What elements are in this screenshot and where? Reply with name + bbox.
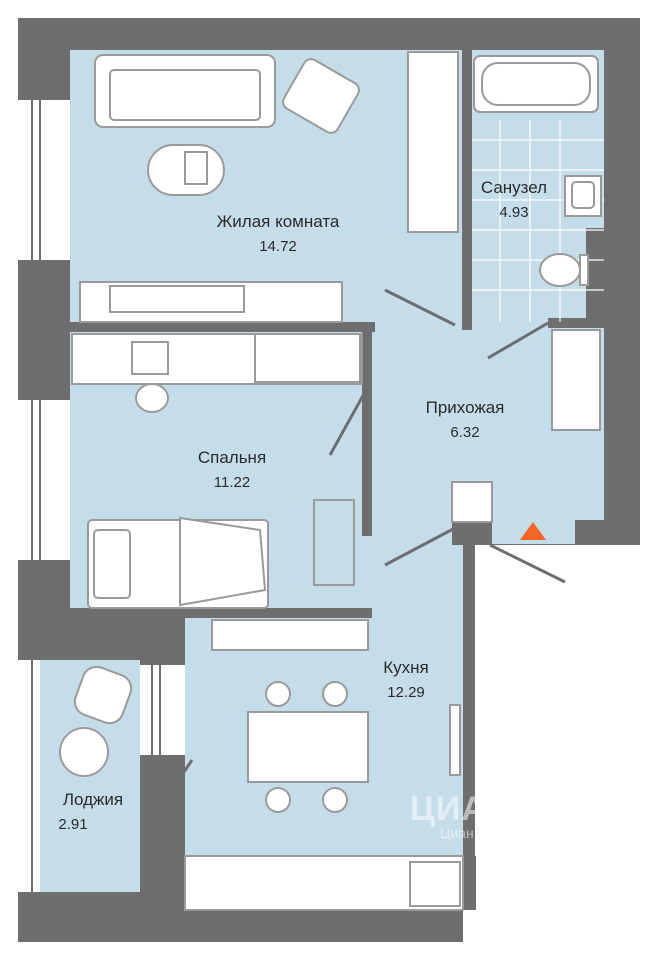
- room-area: 14.72: [259, 238, 297, 255]
- washbasin-icon: [564, 175, 602, 217]
- room-label-kitchen: Кухня 12.29: [358, 658, 454, 701]
- bathtub-icon: [473, 55, 599, 113]
- wardrobe-icon: [407, 51, 459, 233]
- room-area: 6.32: [450, 424, 480, 441]
- room-label-bedroom: Спальня 11.22: [172, 448, 292, 491]
- watermark-brand: ЦИАН: [410, 790, 513, 828]
- stove-icon: [451, 481, 493, 523]
- room-label-hallway: Прихожая 6.32: [400, 398, 530, 441]
- doors: [156, 288, 566, 811]
- room-area: 2.91: [58, 816, 88, 833]
- room-area: 4.93: [499, 204, 529, 221]
- loggia-chair: [59, 665, 133, 777]
- armchair-icon: [282, 58, 360, 134]
- furniture: [59, 51, 602, 911]
- sink-icon: [409, 861, 461, 907]
- room-name: Жилая комната: [216, 212, 340, 231]
- hall-wardrobe: [551, 329, 601, 431]
- coffee-table-icon: [147, 144, 225, 196]
- room-name: Кухня: [383, 658, 429, 677]
- dining-table-icon: [247, 681, 369, 813]
- windows: [18, 100, 185, 892]
- room-name: Санузел: [480, 178, 548, 197]
- room-label-bathroom: Санузел 4.93: [466, 178, 562, 221]
- room-label-loggia: Лоджия 2.91: [48, 790, 138, 833]
- room-area: 12.29: [387, 684, 425, 701]
- watermark: ЦИАН Циан: [380, 790, 512, 841]
- toilet-icon: [539, 253, 589, 287]
- sofa-icon: [94, 54, 276, 128]
- room-label-living: Жилая комната 14.72: [178, 212, 378, 255]
- bed-icon: [87, 516, 269, 609]
- room-area: 11.22: [213, 474, 251, 491]
- entrance-arrow-icon: [520, 522, 546, 540]
- room-name: Прихожая: [425, 398, 505, 417]
- office-chair-icon: [135, 383, 169, 413]
- watermark-sub: Циан: [440, 825, 474, 841]
- room-name: Спальня: [197, 448, 267, 467]
- side-rack: [313, 499, 355, 586]
- interior-walls: [18, 50, 640, 942]
- laptop-icon: [131, 341, 169, 375]
- hob-counter: [211, 619, 369, 651]
- room-name: Лоджия: [62, 790, 124, 809]
